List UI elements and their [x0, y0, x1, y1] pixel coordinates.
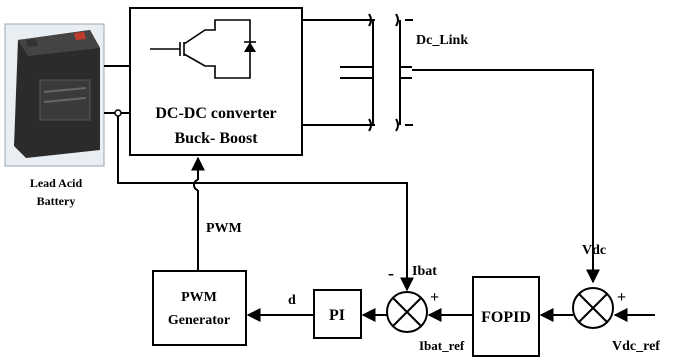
dc-link-label: Dc_Link [416, 33, 468, 48]
vdc-label: Vdc [582, 243, 606, 258]
lead-acid-battery-image [4, 23, 105, 167]
battery-label-line1: Lead Acid [30, 176, 83, 190]
dc-dc-converter-block [129, 7, 303, 156]
ibat-ref-plus-sign: + [430, 289, 439, 306]
fopid-block [472, 276, 540, 357]
converter-title-line2: Buck- Boost [174, 130, 258, 147]
pwm-generator-label-line1: PWM [181, 290, 217, 305]
vdc-feedback-line [412, 69, 600, 284]
ibat-ref-label: Ibat_ref [419, 338, 465, 353]
vdc-ref-label: Vdc_ref [612, 339, 660, 354]
current-sensor-node [114, 109, 122, 117]
vdc-minus-sign: - [589, 263, 595, 283]
voltage-summing-junction [572, 287, 614, 329]
pwm-label: PWM [206, 221, 242, 236]
d-label: d [288, 293, 296, 308]
ibat-feedback-line [117, 116, 414, 292]
vdc-ref-plus-sign: + [617, 289, 626, 306]
switch-diode-icon [150, 19, 256, 79]
fopid-label: FOPID [481, 309, 531, 326]
dc-link-terminals [368, 13, 413, 132]
pwm-generator-block [152, 270, 247, 346]
converter-title-line1: DC-DC converter [155, 105, 276, 122]
pwm-generator-label-line2: Generator [168, 313, 230, 328]
ibat-label: Ibat [412, 264, 437, 279]
battery-label-line2: Battery [37, 194, 76, 208]
current-summing-junction [386, 291, 428, 333]
pi-label: PI [329, 307, 345, 324]
pwm-line-hop [193, 179, 199, 191]
pi-block [313, 289, 362, 339]
ibat-minus-sign: - [388, 263, 394, 283]
